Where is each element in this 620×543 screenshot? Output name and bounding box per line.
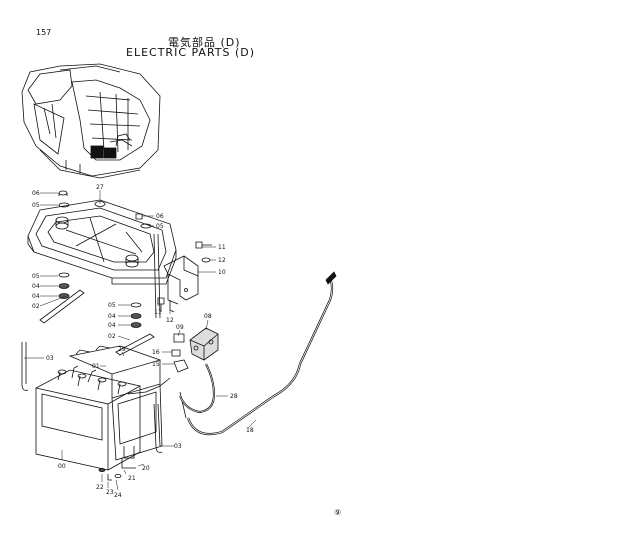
label-11-bolt: 11	[154, 309, 162, 316]
battery-tray-27	[27, 199, 177, 285]
label-20: 20	[142, 465, 150, 472]
hardware-stack-left	[39, 190, 85, 324]
bracket-10	[157, 241, 212, 313]
label-16: 16	[152, 349, 160, 356]
label-22: 22	[96, 484, 104, 491]
label-21: 21	[128, 475, 136, 482]
label-05-mid: 05	[108, 302, 116, 309]
hold-down-rod	[153, 233, 161, 319]
leader-lines	[24, 190, 257, 491]
label-06-top-mid: 06	[156, 213, 164, 220]
title-english: ELECTRIC PARTS (D)	[126, 46, 256, 59]
hardware-stack-middle	[115, 213, 155, 356]
title-japanese: 電気部品 (D)	[168, 36, 241, 49]
label-03-right: 03	[174, 443, 182, 450]
label-04-left-a: 04	[32, 283, 40, 290]
label-04-mid-b: 04	[108, 322, 116, 329]
label-18: 18	[246, 427, 254, 434]
label-11-right: 11	[218, 244, 226, 251]
label-24: 24	[114, 492, 122, 499]
label-02-mid: 02	[108, 333, 116, 340]
label-05-top-mid: 05	[156, 223, 164, 230]
label-00: 00	[58, 463, 66, 470]
label-04-left-b: 04	[32, 293, 40, 300]
label-04-mid-a: 04	[108, 313, 116, 320]
battery-relay-08	[171, 327, 219, 373]
page-number: 157	[36, 28, 52, 37]
label-08: 08	[204, 313, 212, 320]
part-labels: 06 05 27 06 05 11 12 10 05 04 04 02 05 0…	[32, 184, 254, 499]
label-27: 27	[96, 184, 104, 191]
cable-28	[179, 363, 216, 414]
label-10: 10	[218, 269, 226, 276]
label-02-left: 02	[32, 303, 40, 310]
label-05-top-left: 05	[32, 202, 40, 209]
label-12-right: 12	[218, 257, 226, 264]
label-01: 01	[92, 363, 100, 370]
cable-18	[179, 271, 337, 436]
excavator-locator-drawing	[21, 63, 161, 179]
label-05-left: 05	[32, 273, 40, 280]
label-29: 29	[118, 346, 126, 353]
label-23: 23	[106, 489, 114, 496]
label-28: 28	[230, 393, 238, 400]
battery-00	[21, 342, 171, 481]
label-03-left: 03	[46, 355, 54, 362]
label-09: 09	[176, 324, 184, 331]
label-06-top-left: 06	[32, 190, 40, 197]
label-12-washer: 12	[166, 317, 174, 324]
footer-mark: ⑨	[334, 508, 342, 517]
label-15: 15	[152, 361, 160, 368]
